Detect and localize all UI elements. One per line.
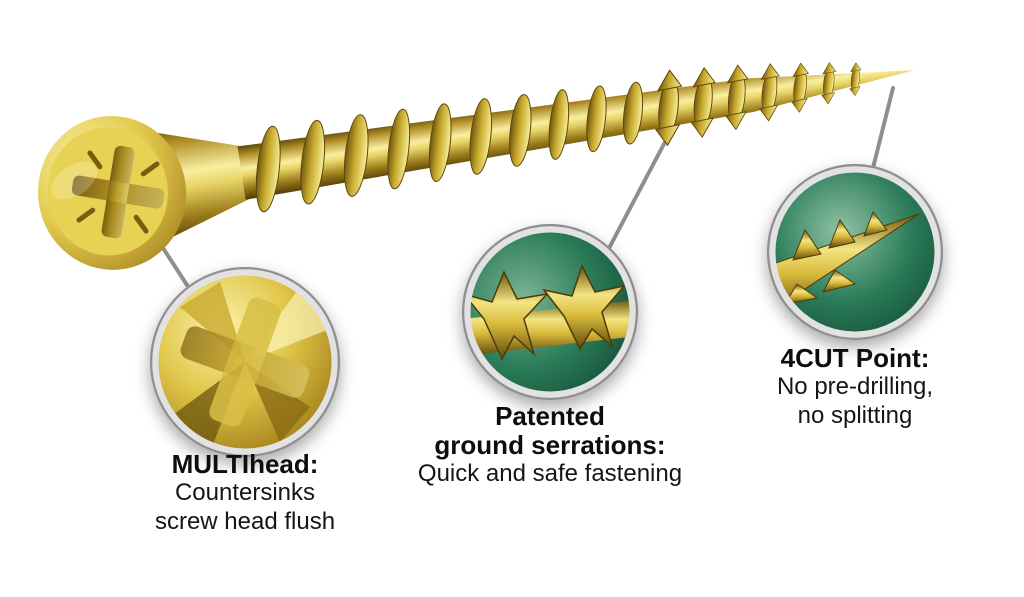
point-title: 4CUT Point: (780, 343, 930, 373)
point-detail-inset (767, 164, 943, 340)
leader-line-point (870, 86, 895, 174)
serrated-thread-closeup-icon (462, 224, 638, 400)
multihead-line-1: Countersinks (174, 479, 316, 507)
serrations-line-1: Quick and safe fastening (417, 460, 683, 488)
screw-head (37, 115, 187, 270)
screw-shank (237, 70, 915, 200)
multihead-line-2: screw head flush (154, 507, 336, 535)
point-line-1: No pre-drilling, (776, 373, 934, 401)
serrations-title-line-2: ground serrations: (434, 430, 666, 461)
point-callout-text: 4CUT Point: No pre-drilling, no splittin… (695, 343, 1015, 431)
leader-line-serrations (605, 140, 667, 254)
multihead-title: MULTIhead: (171, 449, 319, 479)
screw-head-closeup-icon (150, 267, 340, 457)
multihead-callout-text: MULTIhead: Countersinks screw head flush (75, 449, 415, 537)
screw-tip-closeup-icon (767, 164, 943, 340)
serrations-title-line-1: Patented (495, 401, 605, 431)
point-line-2: no splitting (797, 401, 913, 429)
serrations-detail-inset (462, 224, 638, 400)
multihead-detail-inset (150, 267, 340, 457)
screw-threads (255, 81, 644, 213)
serrations-callout-text: Patented ground serrations: Quick and sa… (380, 401, 720, 489)
screw (37, 61, 915, 270)
